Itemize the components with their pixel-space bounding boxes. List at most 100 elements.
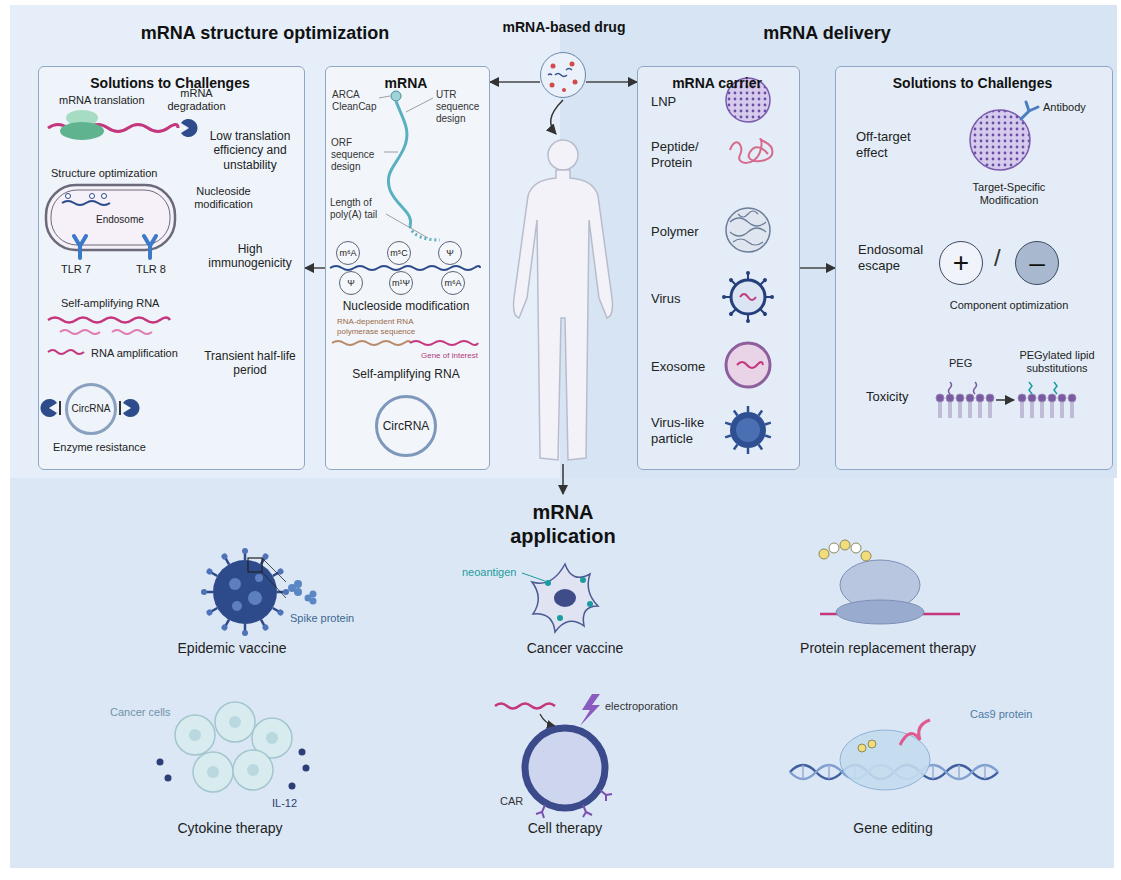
node-text: Peptide/ Protein <box>651 139 711 170</box>
illustration-part <box>201 548 289 636</box>
node-text: ORF sequence design <box>331 137 383 173</box>
illustration-part <box>861 551 871 561</box>
node-text: TLR 8 <box>136 263 166 276</box>
node-text: Endosome <box>96 214 144 226</box>
illustration-part <box>548 69 572 77</box>
node-text: mRNA carrier <box>638 75 796 92</box>
illustration-part <box>119 401 121 415</box>
illustration-part <box>201 589 213 595</box>
node-text: mRNA-based drug <box>494 19 634 36</box>
text-slot: ORF sequence design <box>331 137 383 173</box>
illustration-part <box>560 5 1117 478</box>
illustration-part <box>728 308 737 317</box>
text-slot: Protein replacement therapy <box>768 640 1008 657</box>
text-slot: Cytokine therapy <box>150 820 310 837</box>
node-text: Structure optimization <box>51 167 157 180</box>
illustration-part <box>288 580 317 605</box>
node-text: TLR 7 <box>61 263 91 276</box>
node-text: Component optimization <box>949 299 1069 312</box>
illustration-part <box>746 271 750 280</box>
illustration-part <box>391 91 401 101</box>
illustration-part <box>545 577 593 621</box>
text-slot: Self-amplifying RNA <box>326 367 486 381</box>
text-slot: Peptide/ Protein <box>651 139 711 170</box>
illustration-part <box>242 624 248 636</box>
section-band: mRNA deliverymRNA carrierLNPPeptide/ Pro… <box>560 5 1117 478</box>
illustration-part <box>90 194 95 199</box>
illustration-part <box>175 715 215 755</box>
illustration-part <box>330 266 480 270</box>
illustration-part <box>215 702 255 742</box>
illustration-part <box>144 236 156 258</box>
illustration-part <box>562 464 564 494</box>
illustration-part <box>580 577 586 583</box>
illustration-part <box>123 399 139 417</box>
illustration-part <box>557 615 563 621</box>
illustration-part <box>551 100 563 134</box>
illustration-part <box>936 394 944 402</box>
text-slot: Polymer <box>651 224 699 240</box>
illustration-part <box>835 66 1113 470</box>
illustration-part <box>551 64 556 69</box>
text-slot: Transient half-life period <box>204 349 296 378</box>
illustration-part <box>587 601 593 607</box>
illustration-part <box>410 226 440 240</box>
node-text: – <box>1029 249 1045 277</box>
illustration-part <box>232 601 242 611</box>
text-slot: RNA amplification <box>91 347 178 360</box>
text-slot: Gene editing <box>813 820 973 837</box>
illustration-part <box>38 66 305 470</box>
text-slot: Solutions to Challenges <box>836 75 1109 92</box>
text-slot: Gene of interest <box>421 351 478 361</box>
illustration-part <box>986 394 994 402</box>
illustration-part <box>726 208 770 252</box>
drug-icon: mRNA-based drug <box>540 52 586 98</box>
illustration-part <box>541 53 585 97</box>
illustration-part <box>731 280 765 314</box>
illustration-part <box>310 591 317 598</box>
illustration-part <box>60 122 104 140</box>
node-text: Target-Specific Modification <box>949 181 1069 207</box>
node-text: IL-12 <box>272 797 297 810</box>
node-text: mRNA translation <box>59 94 145 107</box>
illustration-part <box>229 578 241 590</box>
node-text: electroporation <box>605 700 678 713</box>
node-text: Low translation efficiency and unstabili… <box>204 129 296 172</box>
illustration-part <box>734 411 738 416</box>
illustration-part <box>728 277 737 286</box>
illustration-part <box>189 729 201 741</box>
illustration-part <box>1021 102 1038 119</box>
node-text: Exosome <box>651 359 705 375</box>
illustration-part <box>262 558 286 582</box>
node-text: Nucleoside modification <box>326 299 486 313</box>
illustration-part <box>730 412 766 448</box>
illustration-part <box>112 330 152 334</box>
illustration-part <box>759 445 763 450</box>
illustration-part <box>532 564 598 632</box>
node-text: RNA amplification <box>91 347 178 360</box>
illustration-part <box>858 744 866 752</box>
node-text: Nucleoside modification <box>181 185 266 211</box>
illustration-part <box>495 704 555 709</box>
text-slot: TLR 8 <box>136 263 166 276</box>
text-slot: Self-amplifying RNA <box>61 297 159 310</box>
node-text: Virus <box>651 291 680 307</box>
illustration-part <box>102 194 107 199</box>
illustration-part <box>900 720 930 745</box>
illustration-part <box>410 341 478 345</box>
text-slot: Exosome <box>651 359 705 375</box>
node-text: Ψ <box>347 279 355 288</box>
node-text: Cancer cells <box>110 706 171 719</box>
text-slot: Cancer cells <box>110 706 171 719</box>
illustration-part <box>976 394 984 402</box>
illustration-part <box>949 382 977 394</box>
modification-circle: m⁵C <box>387 241 411 265</box>
illustration-part <box>41 399 57 417</box>
illustration-part <box>175 702 292 792</box>
illustration-part <box>310 598 317 605</box>
illustration-part <box>936 394 1076 402</box>
text-slot: Low translation efficiency and unstabili… <box>204 129 296 172</box>
node-text: Virus-like particle <box>651 415 716 446</box>
text-slot: Spike protein <box>290 612 354 625</box>
node-text: Cas9 protein <box>970 708 1032 721</box>
